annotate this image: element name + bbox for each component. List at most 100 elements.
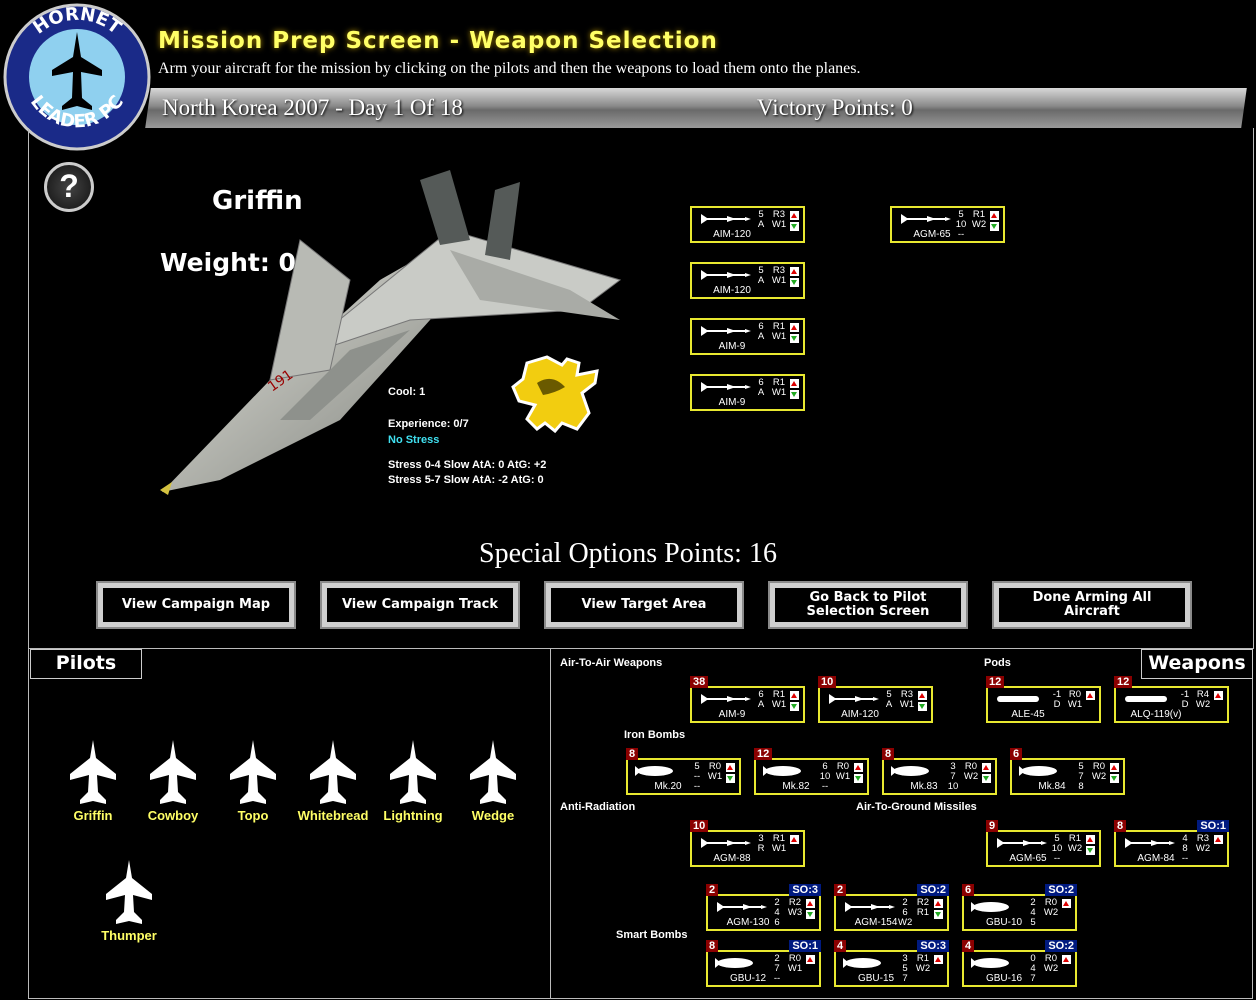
arrow-up-icon[interactable]	[1086, 835, 1095, 844]
weapon-range: R1	[772, 321, 786, 332]
go-back-pilot-selection-button[interactable]: Go Back to Pilot Selection Screen	[768, 581, 968, 629]
arrow-up-icon[interactable]	[1214, 835, 1223, 844]
arrow-down-icon[interactable]	[790, 390, 799, 399]
arrow-up-icon[interactable]	[1214, 691, 1223, 700]
weapon-name: AIM-9	[718, 709, 746, 720]
weapon-stat-3: --	[957, 229, 965, 240]
section-air-to-air: Air-To-Air Weapons	[560, 657, 663, 669]
arrow-down-icon[interactable]	[990, 222, 999, 231]
arrow-up-icon[interactable]	[990, 211, 999, 220]
arrow-up-icon[interactable]	[854, 763, 863, 772]
pilot-thumper[interactable]: Thumper	[101, 860, 157, 943]
arrow-up-icon[interactable]	[726, 763, 735, 772]
pilot-griffin[interactable]: Griffin	[68, 740, 118, 823]
weapon-stat-3: --	[1053, 853, 1061, 864]
help-button[interactable]: ?	[44, 162, 94, 212]
arrow-up-icon[interactable]	[790, 323, 799, 332]
weapon-silhouette-icon	[697, 324, 751, 343]
arrow-down-icon[interactable]	[982, 774, 991, 783]
arrow-up-icon[interactable]	[790, 691, 799, 700]
pilot-topo[interactable]: Topo	[228, 740, 278, 823]
weapon-stat-3: --	[1181, 853, 1189, 864]
arrow-down-icon[interactable]	[934, 910, 943, 919]
view-campaign-track-label: View Campaign Track	[327, 588, 513, 622]
arrow-up-icon[interactable]	[982, 763, 991, 772]
weapon-range: R3	[772, 265, 786, 276]
arrow-up-icon[interactable]	[806, 899, 815, 908]
weapon-weight: W2	[1067, 843, 1083, 854]
arrow-up-icon[interactable]	[918, 691, 927, 700]
arrow-up-icon[interactable]	[934, 899, 943, 908]
weapons-tab[interactable]: Weapons	[1141, 649, 1253, 679]
arrow-down-icon[interactable]	[790, 222, 799, 231]
weapon-name: GBU-16	[985, 973, 1023, 984]
weapon-stat-3: W2	[898, 917, 913, 928]
arrow-down-icon[interactable]	[726, 774, 735, 783]
arrow-up-icon[interactable]	[790, 835, 799, 844]
view-campaign-track-button[interactable]: View Campaign Track	[320, 581, 520, 629]
arrow-down-icon[interactable]	[806, 910, 815, 919]
arrow-up-icon[interactable]	[934, 955, 943, 964]
arrow-down-icon[interactable]	[1110, 774, 1119, 783]
done-arming-button[interactable]: Done Arming All Aircraft	[992, 581, 1192, 629]
pilot-name-label: Topo	[237, 808, 269, 823]
weapon-stat-1: 5	[1054, 833, 1060, 844]
pilot-name-label: Griffin	[73, 808, 113, 823]
pilots-tab[interactable]: Pilots	[30, 649, 142, 679]
arrow-up-icon[interactable]	[1062, 899, 1071, 908]
arrow-down-icon[interactable]	[854, 774, 863, 783]
weapon-weight: W1	[771, 843, 787, 854]
pilot-wedge[interactable]: Wedge	[468, 740, 518, 823]
view-target-area-button[interactable]: View Target Area	[544, 581, 744, 629]
arrow-up-icon[interactable]	[1062, 955, 1071, 964]
arrow-down-icon[interactable]	[790, 278, 799, 287]
arrow-up-icon[interactable]	[806, 955, 815, 964]
weapon-stat-2: A	[885, 699, 893, 710]
arrow-down-icon[interactable]	[790, 702, 799, 711]
arrow-up-icon[interactable]	[1086, 691, 1095, 700]
view-campaign-map-button[interactable]: View Campaign Map	[96, 581, 296, 629]
pilot-whitebread[interactable]: Whitebread	[298, 740, 368, 823]
arrow-up-icon[interactable]	[790, 379, 799, 388]
pilot-lightning[interactable]: Lightning	[383, 740, 443, 823]
weapon-stat-2: 7	[774, 963, 780, 974]
weapon-weight: W3	[787, 907, 803, 918]
weapon-name: GBU-15	[857, 973, 895, 984]
arrow-down-icon[interactable]	[790, 334, 799, 343]
arrow-up-icon[interactable]	[790, 211, 799, 220]
weapon-name: Mk.20	[654, 781, 682, 792]
arrow-up-icon[interactable]	[790, 267, 799, 276]
arrow-down-icon[interactable]	[1086, 846, 1095, 855]
weapon-range: R0	[964, 761, 978, 772]
weapon-silhouette-icon	[713, 956, 757, 975]
arrow-down-icon[interactable]	[918, 702, 927, 711]
arrow-up-icon[interactable]	[1110, 763, 1119, 772]
weapon-count-badge: 12	[1114, 676, 1133, 688]
weapon-silhouette-icon	[841, 900, 895, 919]
section-smart-bombs: Smart Bombs	[616, 929, 688, 941]
pilot-cowboy[interactable]: Cowboy	[148, 740, 198, 823]
weapon-silhouette-icon	[697, 380, 751, 399]
